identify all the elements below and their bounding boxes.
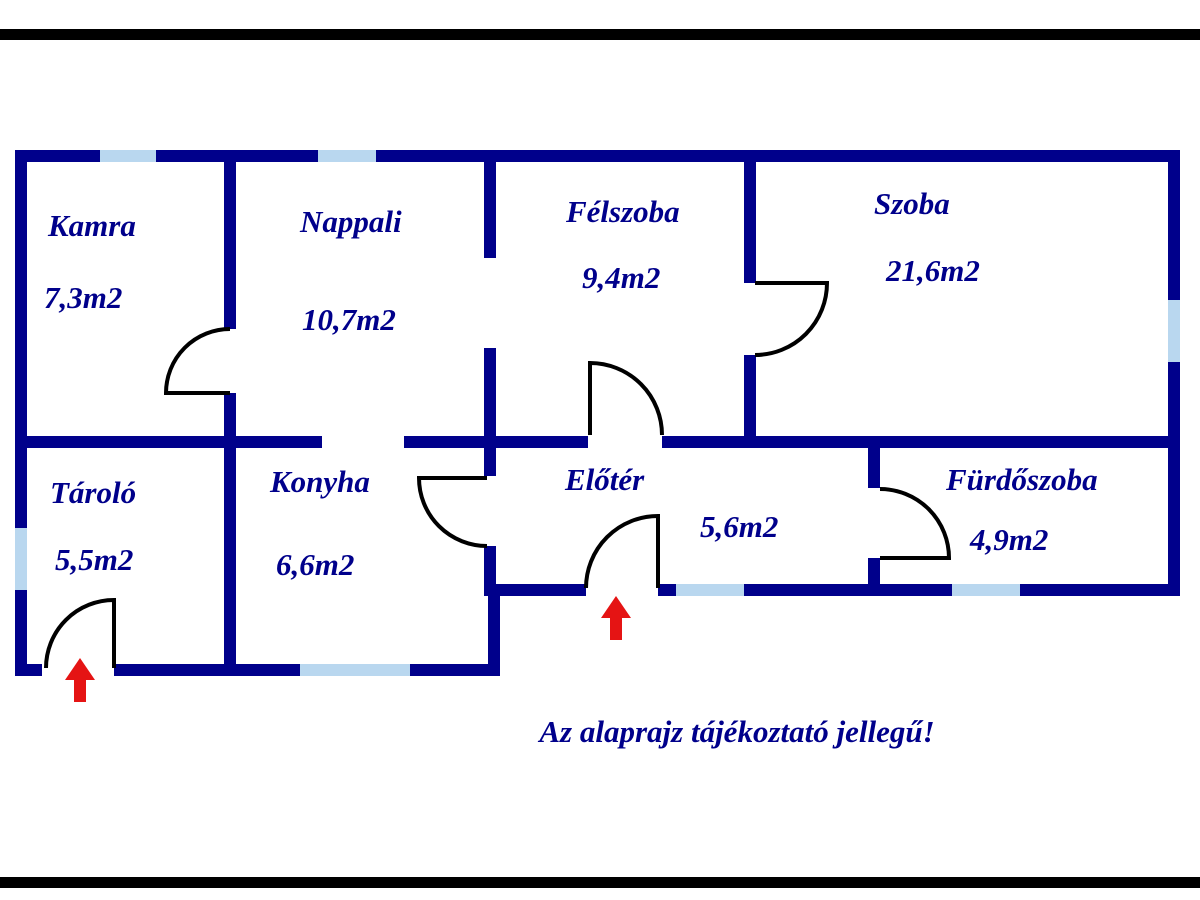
door-tarolo bbox=[44, 597, 116, 669]
room-area-szoba: 21,6m2 bbox=[885, 253, 980, 288]
room-name-konyha: Konyha bbox=[269, 464, 370, 499]
room-name-eloter: Előtér bbox=[564, 462, 645, 497]
wall-segment bbox=[484, 436, 588, 448]
bottom-black-bar bbox=[0, 877, 1200, 888]
room-name-felszoba: Félszoba bbox=[565, 194, 680, 229]
entrance-arrow-eloter bbox=[601, 596, 631, 640]
room-area-eloter: 5,6m2 bbox=[700, 509, 778, 544]
wall-segment bbox=[662, 436, 756, 448]
wall-segment bbox=[484, 348, 496, 448]
room-area-nappali: 10,7m2 bbox=[302, 302, 396, 337]
room-area-konyha: 6,6m2 bbox=[276, 547, 354, 582]
door-eloter bbox=[584, 513, 660, 589]
wall-segment bbox=[484, 436, 496, 476]
disclaimer-note: Az alaprajz tájékoztató jellegű! bbox=[537, 714, 934, 749]
wall-segment bbox=[15, 436, 236, 448]
wall-segment bbox=[744, 355, 756, 448]
top-black-bar bbox=[0, 29, 1200, 40]
room-area-felszoba: 9,4m2 bbox=[582, 260, 660, 295]
room-labels-group: Kamra 7,3m2 Nappali 10,7m2 Félszoba 9,4m… bbox=[44, 186, 1098, 582]
wall-segment bbox=[868, 436, 880, 488]
walls-group bbox=[15, 150, 1180, 676]
wall-segment bbox=[404, 436, 496, 448]
window bbox=[1168, 300, 1180, 362]
wall-segment bbox=[744, 436, 1180, 448]
room-name-kamra: Kamra bbox=[47, 208, 136, 243]
wall-segment bbox=[15, 150, 1180, 162]
room-area-kamra: 7,3m2 bbox=[44, 280, 122, 315]
wall-segment bbox=[484, 150, 496, 258]
window bbox=[952, 584, 1020, 596]
wall-segment bbox=[224, 436, 236, 676]
wall-segment bbox=[484, 546, 496, 596]
window bbox=[15, 528, 27, 590]
wall-segment bbox=[1168, 150, 1180, 596]
room-name-nappali: Nappali bbox=[299, 204, 402, 239]
wall-segment bbox=[744, 150, 756, 283]
window bbox=[318, 150, 376, 162]
wall-segment bbox=[224, 393, 236, 448]
door-felszoba bbox=[588, 360, 664, 436]
window bbox=[676, 584, 744, 596]
door-konyha bbox=[416, 476, 488, 548]
window bbox=[100, 150, 156, 162]
wall-segment bbox=[488, 584, 586, 596]
room-area-tarolo: 5,5m2 bbox=[55, 542, 133, 577]
entrance-arrow-tarolo bbox=[65, 658, 95, 702]
door-szoba bbox=[754, 281, 830, 357]
entrance-arrows-group bbox=[65, 596, 631, 702]
doors-group bbox=[44, 281, 952, 669]
room-name-szoba: Szoba bbox=[874, 186, 950, 221]
door-furdoszoba bbox=[879, 487, 952, 560]
windows-group bbox=[15, 150, 1180, 676]
wall-segment bbox=[224, 150, 236, 329]
room-area-furdoszoba: 4,9m2 bbox=[969, 522, 1048, 557]
room-name-tarolo: Tároló bbox=[50, 475, 136, 510]
wall-segment bbox=[15, 664, 42, 676]
wall-segment bbox=[15, 150, 27, 676]
room-name-furdoszoba: Fürdőszoba bbox=[945, 462, 1098, 497]
wall-segment bbox=[868, 558, 880, 596]
wall-segment bbox=[658, 584, 1180, 596]
window bbox=[300, 664, 410, 676]
door-kamra bbox=[163, 327, 231, 395]
wall-segment bbox=[488, 584, 500, 676]
wall-segment bbox=[224, 436, 322, 448]
